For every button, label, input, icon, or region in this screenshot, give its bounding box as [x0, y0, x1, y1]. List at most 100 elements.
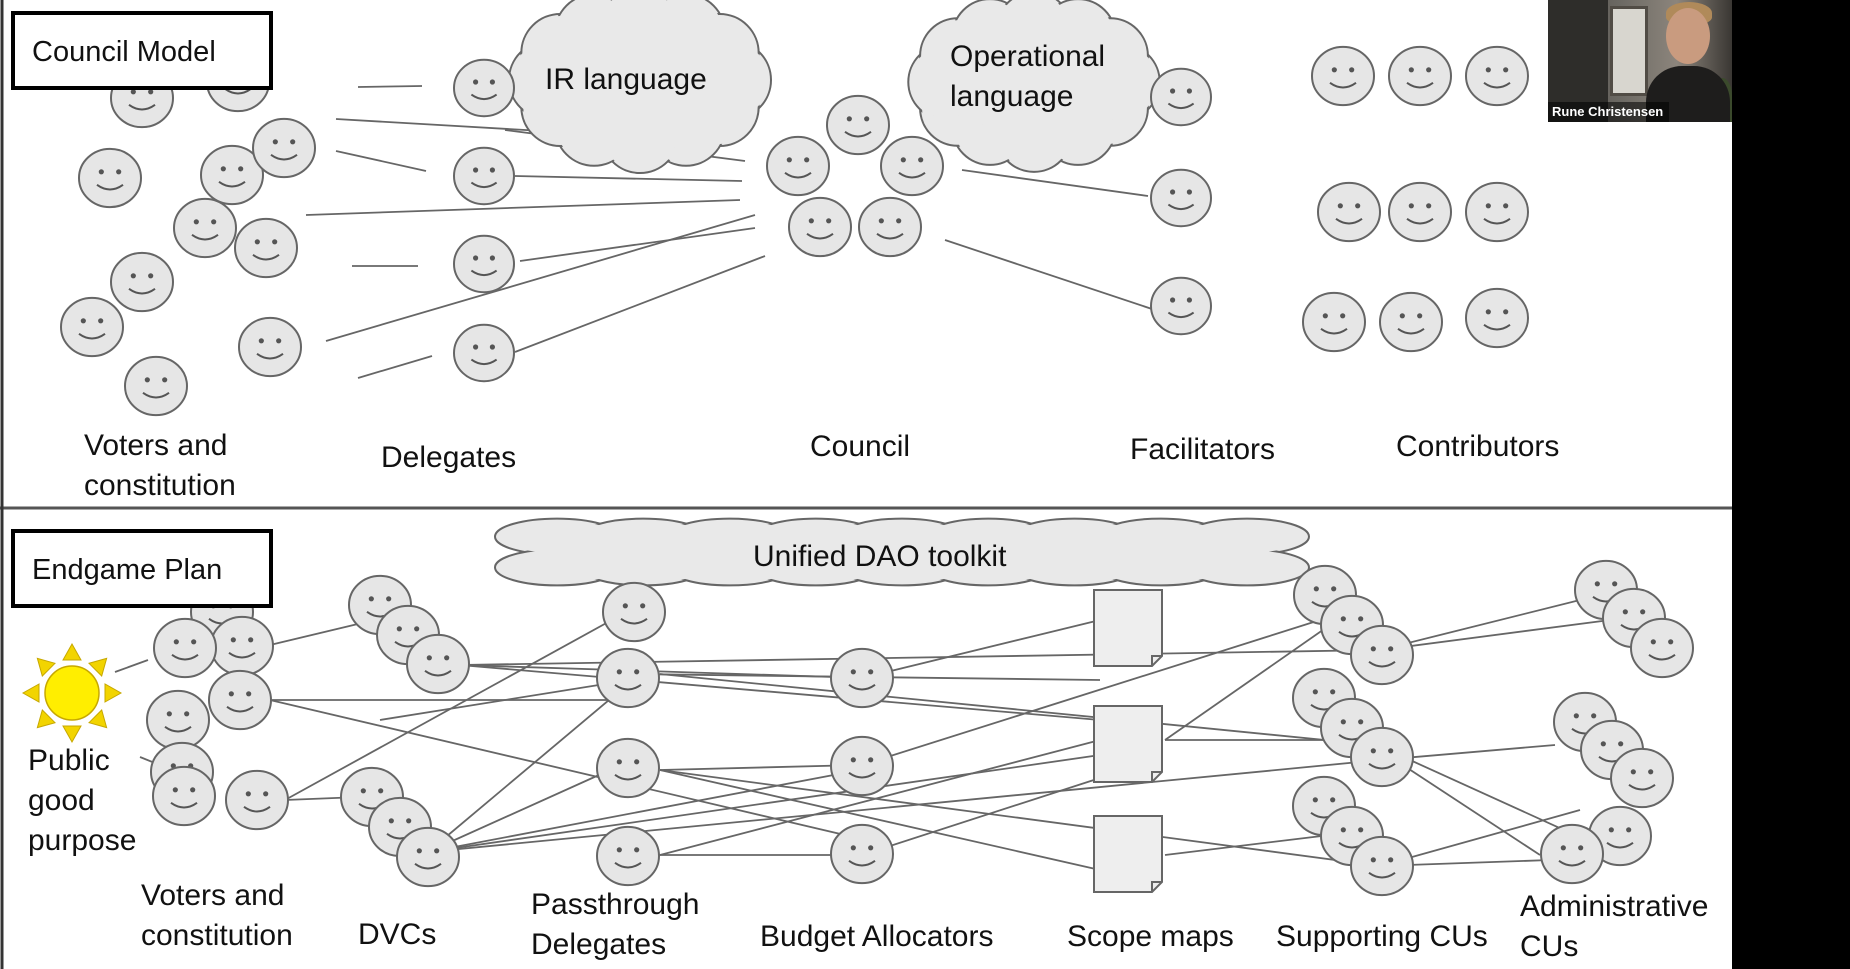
connection-line — [1164, 624, 1331, 741]
connection-line — [427, 769, 861, 853]
column-label: Facilitators — [1130, 433, 1275, 466]
clouds — [494, 0, 1310, 587]
column-label: CUs — [1520, 930, 1578, 963]
column-label: Passthrough — [531, 888, 699, 921]
connection-line — [659, 764, 861, 771]
connection-line — [357, 85, 423, 88]
smiley-face-icon — [60, 296, 124, 358]
connection-line — [427, 754, 1101, 853]
council-model-title-box: Council Model — [11, 11, 273, 90]
smiley-face-icon — [880, 135, 944, 197]
connection-line — [284, 609, 631, 801]
smiley-face-icon — [1388, 181, 1452, 243]
smiley-face-icon — [858, 196, 922, 258]
smiley-face-icon — [406, 633, 470, 695]
connection-line — [519, 227, 756, 262]
smiley-face-icon — [1311, 45, 1375, 107]
connection-line — [269, 699, 867, 841]
public-good-purpose-label: purpose — [28, 824, 136, 857]
column-label: constitution — [84, 469, 236, 502]
webcam-video-tile[interactable]: Rune Christensen — [1548, 0, 1732, 122]
ir-language-cloud-label: IR language — [545, 63, 707, 96]
connection-line — [659, 769, 1101, 871]
connection-line — [335, 150, 427, 172]
column-label: Supporting CUs — [1276, 920, 1488, 953]
smiley-face-icon — [1150, 276, 1212, 336]
column-label: Scope maps — [1067, 920, 1234, 953]
smiley-face-icon — [152, 765, 216, 827]
scope-map-document-icon — [1093, 705, 1163, 783]
smiley-face-icon — [208, 669, 272, 731]
connection-line — [944, 239, 1153, 310]
faces — [60, 45, 1694, 897]
connection-line — [459, 649, 1381, 666]
smiley-face-icon — [1350, 624, 1414, 686]
participant-name-label: Rune Christensen — [1548, 102, 1670, 122]
connection-line — [659, 769, 1381, 867]
connection-line — [1379, 619, 1611, 651]
smiley-face-icon — [1150, 168, 1212, 228]
smiley-face-icon — [766, 135, 830, 197]
scope-map-documents — [1093, 589, 1163, 893]
sun-icon — [21, 642, 123, 744]
smiley-face-icon — [453, 58, 515, 118]
operational-language-cloud-label: language — [950, 80, 1073, 113]
connection-line — [514, 175, 743, 182]
connection-line — [427, 673, 641, 853]
smiley-face-icon — [396, 826, 460, 888]
connection-line — [961, 169, 1149, 197]
column-label: Budget Allocators — [760, 920, 993, 953]
smiley-face-icon — [1317, 181, 1381, 243]
operational-language-cloud — [907, 0, 1161, 173]
smiley-face-icon — [1465, 45, 1529, 107]
connection-line — [305, 199, 741, 216]
connection-line — [1379, 809, 1581, 867]
connection-line — [325, 214, 756, 342]
smiley-face-icon — [225, 769, 289, 831]
smiley-face-icon — [596, 825, 660, 887]
smiley-face-icon — [1610, 747, 1674, 809]
connection-line — [1379, 594, 1601, 651]
smiley-face-icon — [78, 147, 142, 209]
smiley-face-icon — [1302, 291, 1366, 353]
connection-line — [514, 255, 766, 353]
council-model-title: Council Model — [32, 36, 216, 68]
smiley-face-icon — [788, 196, 852, 258]
smiley-face-icon — [453, 234, 515, 294]
scope-map-document-icon — [1093, 815, 1163, 893]
ir-language-cloud — [508, 0, 772, 174]
smiley-face-icon — [830, 735, 894, 797]
smiley-face-icon — [1388, 45, 1452, 107]
column-label: Contributors — [1396, 430, 1559, 463]
public-good-purpose-label: good — [28, 784, 95, 817]
endgame-plan-title: Endgame Plan — [32, 554, 222, 586]
connection-line — [269, 622, 363, 646]
smiley-face-icon — [1540, 823, 1604, 885]
smiley-face-icon — [234, 217, 298, 279]
connection-line — [335, 118, 561, 133]
connection-line — [427, 759, 1381, 853]
smiley-face-icon — [153, 617, 217, 679]
operational-language-cloud-label: Operational — [950, 40, 1105, 73]
unified-dao-toolkit-label: Unified DAO toolkit — [753, 540, 1007, 573]
smiley-face-icon — [110, 251, 174, 313]
smiley-face-icon — [602, 581, 666, 643]
connection-line — [659, 673, 1376, 746]
smiley-face-icon — [1350, 835, 1414, 897]
connection-line — [861, 619, 1101, 679]
connection-line — [861, 619, 1321, 766]
connection-line — [379, 679, 631, 721]
connection-line — [114, 659, 149, 673]
smiley-face-icon — [146, 689, 210, 751]
connection-lines — [114, 85, 1631, 871]
connection-line — [659, 739, 1101, 856]
column-label: Council — [810, 430, 910, 463]
column-label: Voters and — [141, 879, 284, 912]
smiley-face-icon — [252, 117, 316, 179]
smiley-face-icon — [1630, 617, 1694, 679]
connection-line — [1164, 834, 1331, 856]
smiley-face-icon — [1150, 67, 1212, 127]
smiley-face-icon — [826, 94, 890, 156]
